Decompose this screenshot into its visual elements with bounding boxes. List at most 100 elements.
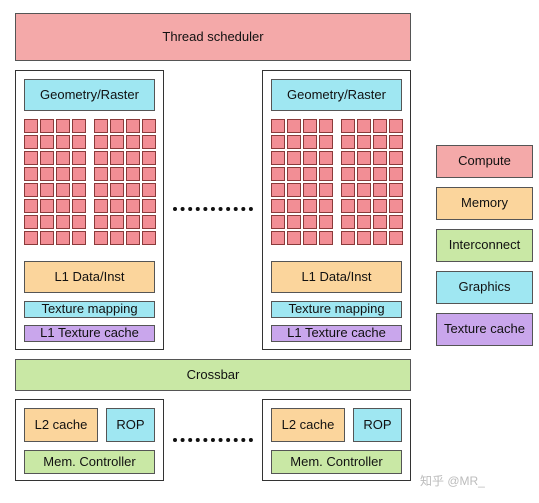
grid-spacer (335, 183, 339, 197)
compute-core-cell (341, 231, 355, 245)
compute-core-cell (56, 119, 70, 133)
compute-core-cell (271, 199, 285, 213)
compute-core-cell (389, 119, 403, 133)
compute-core-cell (94, 231, 108, 245)
grid-spacer (335, 135, 339, 149)
compute-core-cell (40, 231, 54, 245)
compute-core-cell (319, 183, 333, 197)
l2-cache-label: L2 cache (281, 416, 335, 432)
compute-core-cell (126, 167, 140, 181)
compute-core-cell (24, 199, 38, 213)
rop: ROP (353, 408, 402, 442)
compute-core-cell (72, 183, 86, 197)
compute-core-cell (94, 167, 108, 181)
mem-controller-label: Mem. Controller (43, 453, 136, 469)
compute-core-cell (40, 119, 54, 133)
compute-core-cell (110, 183, 124, 197)
compute-core-cell (341, 119, 355, 133)
compute-core-cell (126, 151, 140, 165)
compute-core-cell (373, 231, 387, 245)
l1-data-inst: L1 Data/Inst (271, 261, 402, 293)
compute-core-cell (341, 199, 355, 213)
texture-mapping-label: Texture mapping (288, 301, 385, 317)
compute-core-cell (287, 231, 301, 245)
compute-core-cell (373, 183, 387, 197)
compute-core-cell (303, 135, 317, 149)
compute-core-cell (303, 199, 317, 213)
compute-core-cell (357, 135, 371, 149)
memory-partition-right: L2 cache ROP Mem. Controller (262, 399, 411, 481)
compute-core-cell (24, 135, 38, 149)
compute-core-cell (287, 151, 301, 165)
compute-core-cell (40, 215, 54, 229)
grid-spacer (88, 151, 92, 165)
compute-core-cell (56, 183, 70, 197)
compute-core-cell (126, 199, 140, 213)
grid-spacer (88, 167, 92, 181)
compute-core-cell (373, 151, 387, 165)
compute-core-cell (72, 215, 86, 229)
compute-core-cell (126, 183, 140, 197)
compute-core-cell (319, 135, 333, 149)
l1-data-inst-label: L1 Data/Inst (301, 268, 372, 284)
texture-mapping: Texture mapping (24, 301, 155, 318)
compute-core-cell (271, 135, 285, 149)
compute-core-cell (40, 167, 54, 181)
l1-texture-cache: L1 Texture cache (24, 325, 155, 342)
compute-core-cell (341, 151, 355, 165)
compute-core-cell (389, 183, 403, 197)
grid-spacer (88, 231, 92, 245)
compute-core-cell (56, 231, 70, 245)
compute-core-cell (303, 167, 317, 181)
mem-controller: Mem. Controller (271, 450, 402, 474)
thread-scheduler-label: Thread scheduler (162, 28, 264, 44)
watermark-text: 知乎 @MR_ (420, 474, 485, 488)
compute-core-cell (142, 231, 156, 245)
compute-core-cell (94, 135, 108, 149)
compute-core-cell (110, 151, 124, 165)
memory-partition-left: L2 cache ROP Mem. Controller (15, 399, 164, 481)
compute-core-cell (389, 135, 403, 149)
compute-core-grid (271, 119, 403, 245)
compute-core-cell (110, 119, 124, 133)
texture-mapping: Texture mapping (271, 301, 402, 318)
compute-core-cell (373, 167, 387, 181)
compute-core-cell (287, 199, 301, 213)
compute-core-cell (287, 167, 301, 181)
compute-core-cell (287, 135, 301, 149)
compute-core-cell (142, 167, 156, 181)
compute-core-cell (142, 151, 156, 165)
compute-core-cell (389, 199, 403, 213)
mem-controller: Mem. Controller (24, 450, 155, 474)
compute-core-cell (287, 183, 301, 197)
ellipsis-dots (173, 438, 253, 442)
compute-core-cell (24, 167, 38, 181)
legend-texture-cache: Texture cache (436, 313, 533, 346)
geometry-raster-label: Geometry/Raster (287, 86, 386, 102)
compute-core-cell (303, 183, 317, 197)
compute-core-cell (341, 183, 355, 197)
compute-core-grid (24, 119, 156, 245)
compute-core-cell (24, 231, 38, 245)
l2-cache-label: L2 cache (34, 416, 88, 432)
legend-memory-label: Memory (461, 195, 508, 211)
compute-core-cell (271, 215, 285, 229)
compute-core-cell (287, 215, 301, 229)
compute-core-cell (94, 119, 108, 133)
compute-core-cell (56, 135, 70, 149)
rop-label: ROP (363, 416, 392, 432)
legend-interconnect: Interconnect (436, 229, 533, 262)
compute-core-cell (287, 119, 301, 133)
l1-data-inst-label: L1 Data/Inst (54, 268, 125, 284)
core-left: Geometry/Raster L1 Data/Inst Texture map… (15, 70, 164, 350)
compute-core-cell (40, 183, 54, 197)
compute-core-cell (319, 199, 333, 213)
compute-core-cell (94, 151, 108, 165)
grid-spacer (88, 135, 92, 149)
compute-core-cell (389, 215, 403, 229)
l1-texture-cache-label: L1 Texture cache (287, 325, 386, 341)
compute-core-cell (319, 231, 333, 245)
compute-core-cell (271, 167, 285, 181)
grid-spacer (335, 199, 339, 213)
l1-texture-cache-label: L1 Texture cache (40, 325, 139, 341)
